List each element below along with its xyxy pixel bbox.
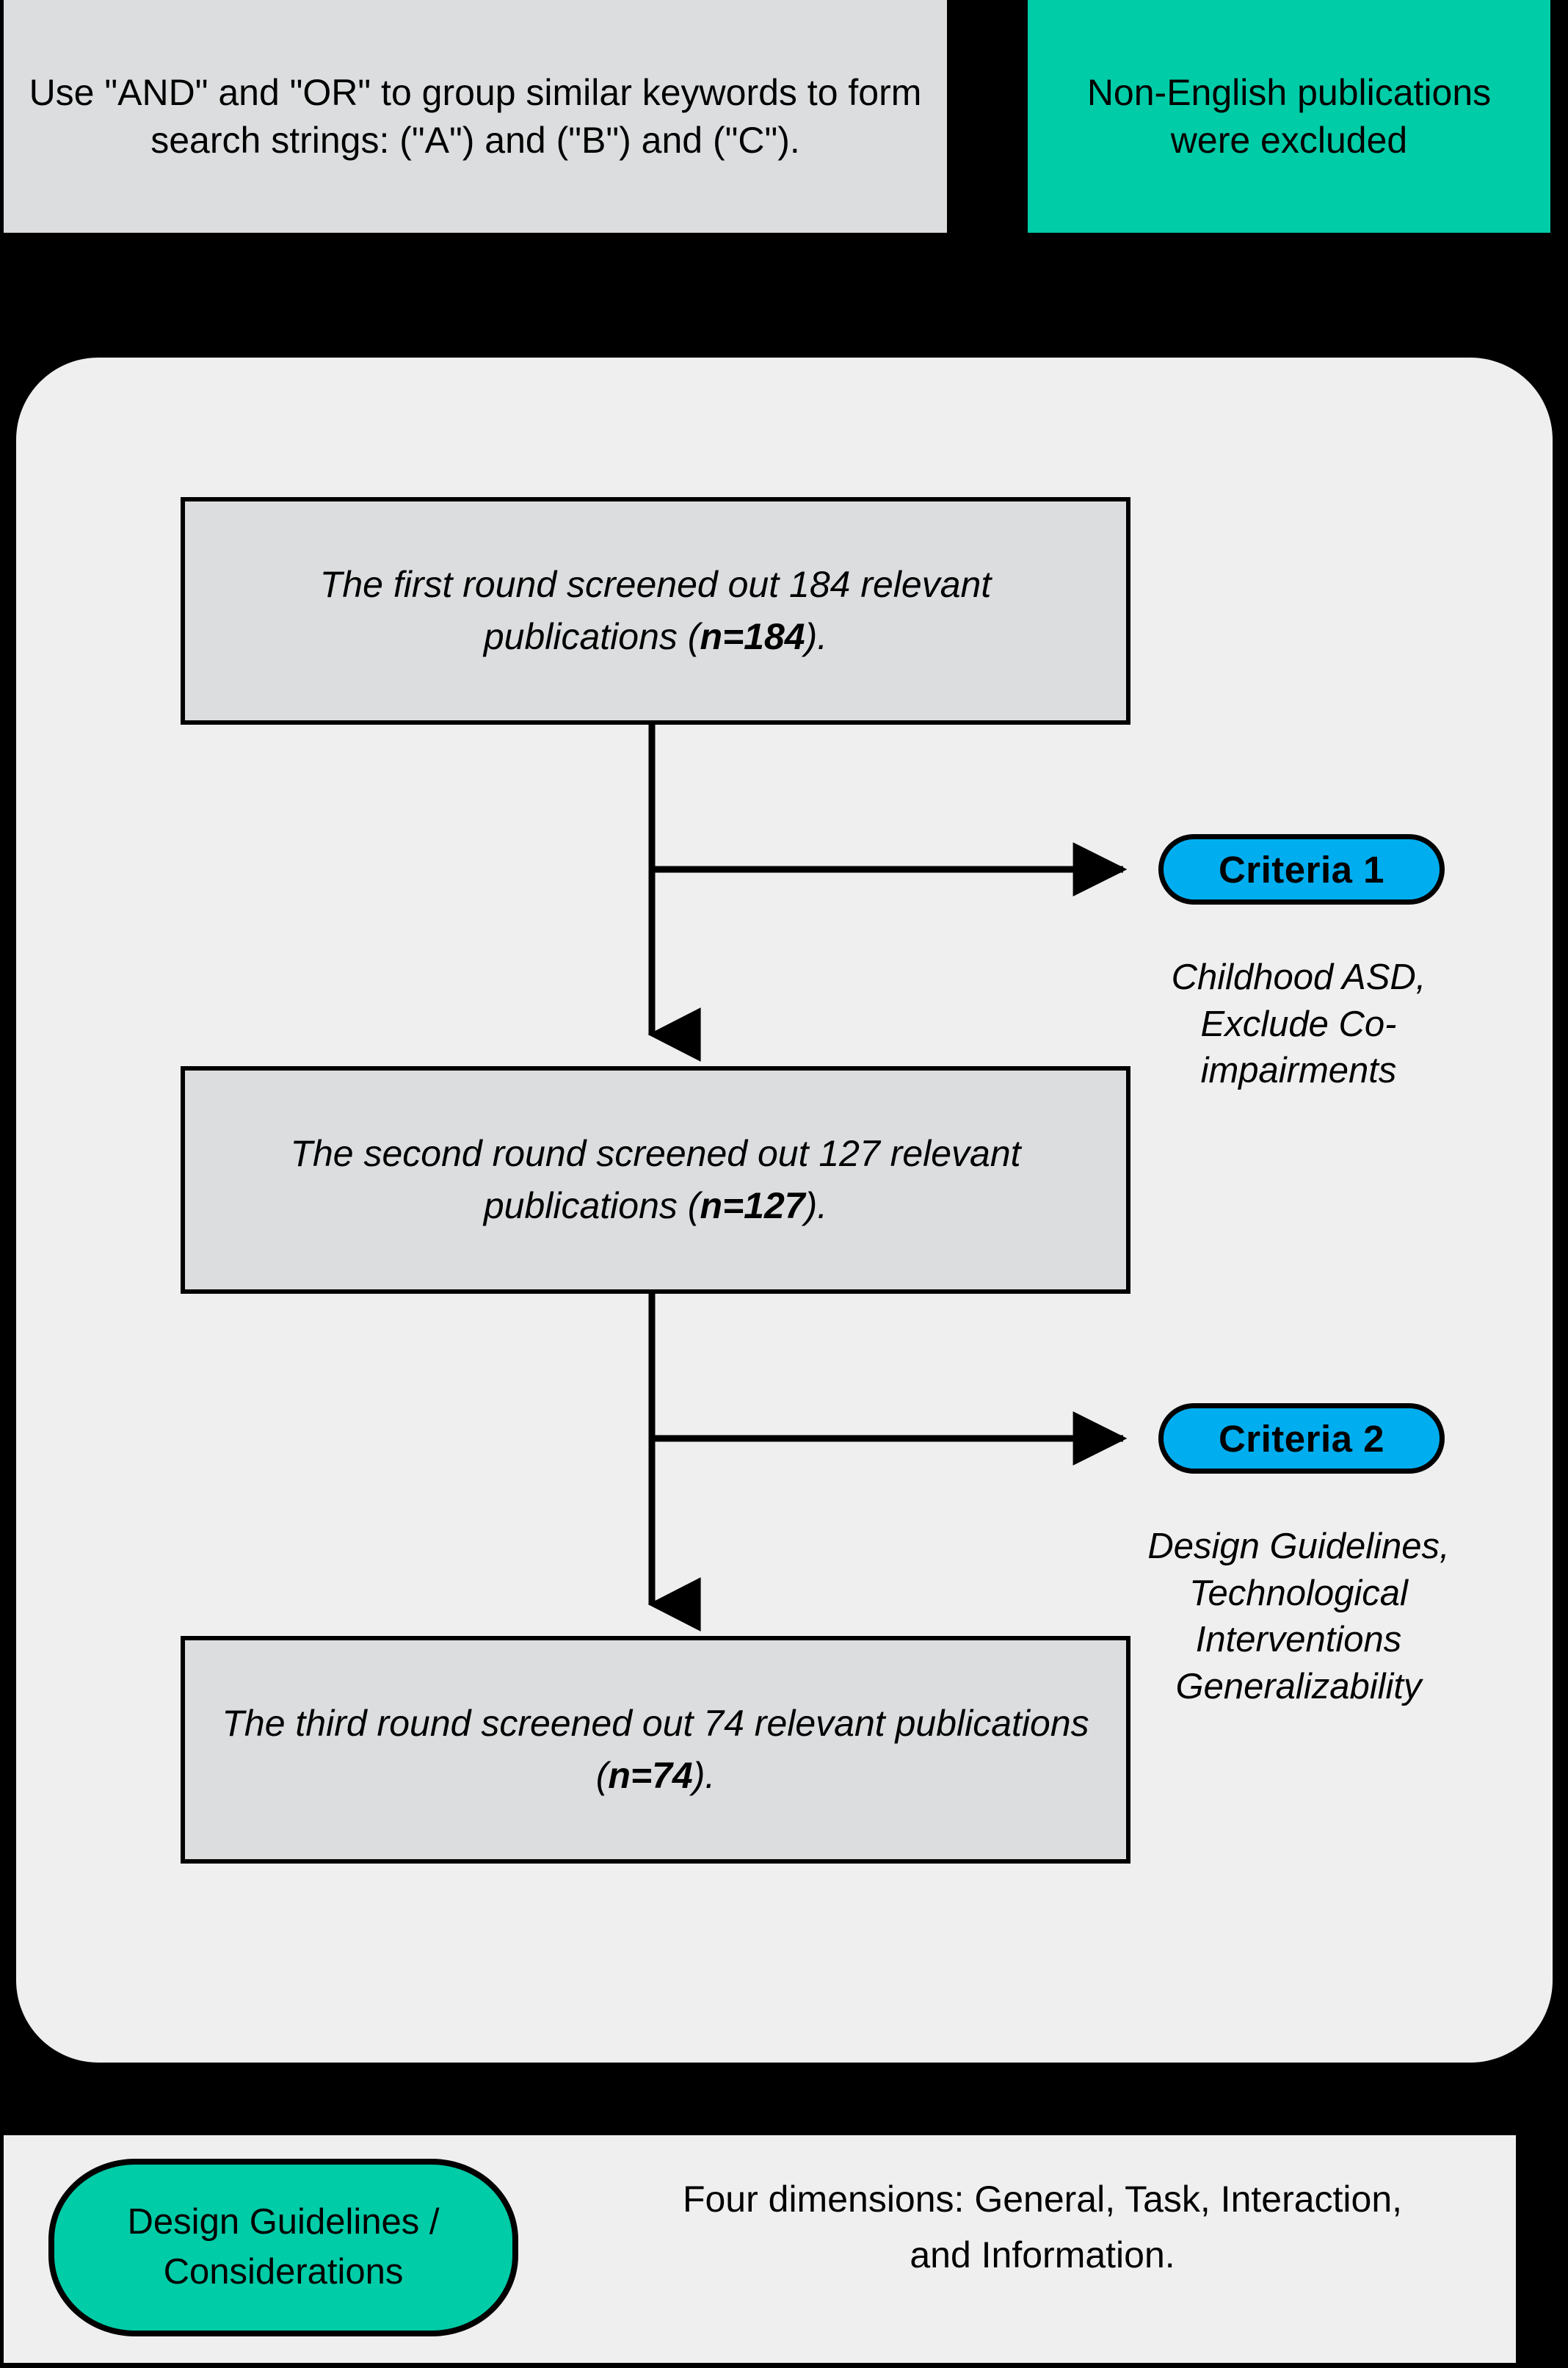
- screening-round-1-text: The first round screened out 184 relevan…: [220, 559, 1091, 663]
- four-dimensions-text: Four dimensions: General, Task, Interact…: [682, 2179, 1403, 2275]
- round-1-text-before: The first round screened out 184 relevan…: [319, 564, 992, 657]
- screening-round-1-box: The first round screened out 184 relevan…: [181, 497, 1130, 725]
- round-2-count: n=127: [700, 1185, 805, 1226]
- criteria-1-description: Childhood ASD, Exclude Co-impairments: [1171, 957, 1426, 1091]
- screening-round-3-text: The third round screened out 74 relevant…: [220, 1698, 1091, 1802]
- design-guidelines-pill[interactable]: Design Guidelines / Considerations: [48, 2159, 518, 2336]
- round-2-text-before: The second round screened out 127 releva…: [290, 1133, 1021, 1226]
- round-3-count: n=74: [608, 1755, 693, 1796]
- criteria-1-pill[interactable]: Criteria 1: [1158, 834, 1445, 905]
- round-2-text-after: ).: [805, 1185, 828, 1226]
- screening-round-3-box: The third round screened out 74 relevant…: [181, 1636, 1130, 1864]
- screening-round-2-box: The second round screened out 127 releva…: [181, 1066, 1130, 1294]
- round-3-text-after: ).: [692, 1755, 716, 1796]
- screening-round-2-text: The second round screened out 127 releva…: [220, 1128, 1091, 1232]
- exclusion-criteria-note: Non-English publications were excluded: [1028, 0, 1550, 233]
- round-1-count: n=184: [700, 616, 805, 657]
- round-3-text-before: The third round screened out 74 relevant…: [222, 1703, 1089, 1796]
- round-1-text-after: ).: [805, 616, 828, 657]
- criteria-2-pill[interactable]: Criteria 2: [1158, 1403, 1445, 1474]
- search-strategy-note: Use "AND" and "OR" to group similar keyw…: [4, 0, 947, 233]
- criteria-2-description: Design Guidelines, Technological Interve…: [1147, 1527, 1450, 1707]
